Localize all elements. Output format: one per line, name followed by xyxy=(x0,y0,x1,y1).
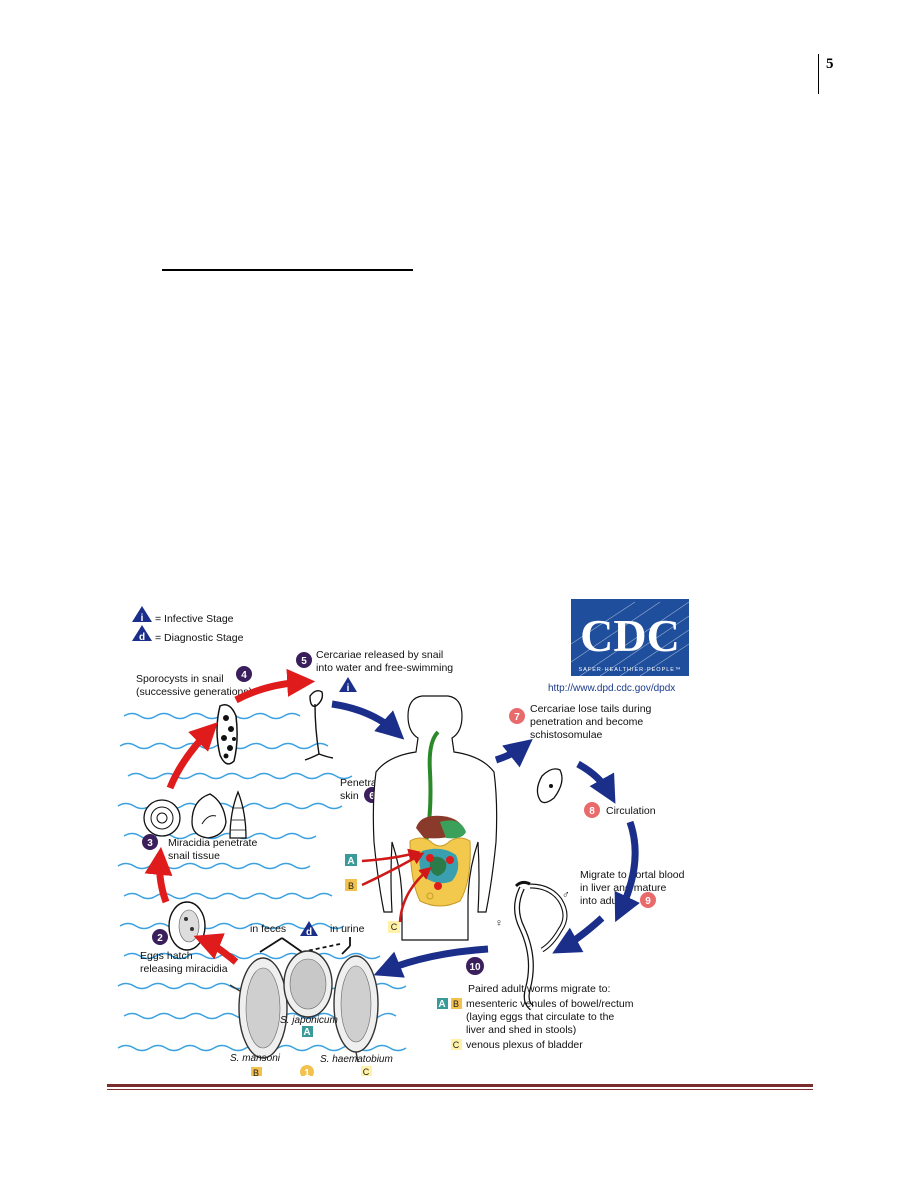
step-10-box-A-icon: A xyxy=(437,998,448,1010)
red-cycle-arrows xyxy=(144,668,316,965)
step-8-badge xyxy=(584,802,600,818)
egg-s-japonicum xyxy=(283,950,333,1018)
step-5-infective-icon: i xyxy=(339,677,357,694)
blue-cycle-arrows xyxy=(331,700,640,978)
step-10-badge xyxy=(466,957,484,975)
anatomy-box-A-icon: A xyxy=(345,854,357,867)
schistosomula-illustration xyxy=(536,768,563,804)
step-10-box-C-icon: C xyxy=(451,1039,462,1050)
svg-text:C: C xyxy=(363,1067,370,1076)
step-10-label-line4: liver and shed in stools) xyxy=(466,1024,576,1036)
svg-text:A: A xyxy=(303,1027,310,1038)
cdc-logo-text: CDC xyxy=(580,610,680,661)
svg-text:B: B xyxy=(253,1068,259,1076)
step-4-label-line2: (successive generations) xyxy=(136,686,252,698)
anatomy-arrows xyxy=(361,848,432,923)
step-6-label-line2: skin xyxy=(340,790,359,802)
step-2-badge xyxy=(152,929,168,945)
svg-text:9: 9 xyxy=(645,896,651,907)
cercaria-illustration xyxy=(304,689,334,761)
step-5-label-line1: Cercariae released by snail xyxy=(316,649,443,661)
cdc-tagline: SAFER·HEALTHIER·PEOPLE™ xyxy=(579,667,682,673)
step-8-label: Circulation xyxy=(606,805,656,817)
step-4-label-line1: Sporocysts in snail xyxy=(136,673,224,685)
anatomy-box-B-icon: B xyxy=(345,879,357,891)
step-9-badge xyxy=(640,892,656,908)
svg-text:3: 3 xyxy=(147,838,153,849)
svg-text:A: A xyxy=(438,999,445,1010)
step-5-badge xyxy=(296,652,312,668)
svg-text:10: 10 xyxy=(469,962,481,973)
step-10-label-line1: Paired adult worms migrate to: xyxy=(468,983,610,995)
page-number-rule xyxy=(818,54,819,94)
step-3-label-line2: snail tissue xyxy=(168,850,220,862)
infective-stage-icon: i xyxy=(132,606,152,624)
svg-text:C: C xyxy=(453,1040,460,1050)
step-2-label-line2: releasing miracidia xyxy=(140,963,228,975)
svg-text:7: 7 xyxy=(514,712,520,723)
egg-s-mansoni xyxy=(229,957,288,1059)
egg-box-C-icon: C xyxy=(361,1066,372,1076)
svg-text:B: B xyxy=(348,881,354,891)
egg-box-B-icon: B xyxy=(251,1067,262,1076)
step-10-label-line5: venous plexus of bladder xyxy=(466,1039,583,1051)
legend-diagnostic-text: = Diagnostic Stage xyxy=(155,632,244,644)
svg-text:d: d xyxy=(139,632,145,643)
step-4-badge xyxy=(236,666,252,682)
svg-text:B: B xyxy=(453,999,459,1009)
egg-s-haematobium xyxy=(333,955,379,1063)
in-feces-label: in feces xyxy=(250,923,286,935)
male-symbol: ♂ xyxy=(562,889,570,901)
page-number: 5 xyxy=(826,56,834,72)
heading-underline xyxy=(162,269,413,271)
anatomy-box-C-icon: C xyxy=(388,921,400,933)
miracidium-egg-illustration xyxy=(168,901,206,951)
svg-text:8: 8 xyxy=(589,806,595,817)
svg-text:A: A xyxy=(347,856,354,867)
legend-infective-text: = Infective Stage xyxy=(155,613,234,625)
svg-text:i: i xyxy=(141,613,144,624)
in-urine-label: in urine xyxy=(330,923,365,935)
step-7-label-line1: Cercariae lose tails during xyxy=(530,703,652,715)
svg-text:1: 1 xyxy=(304,1068,310,1076)
svg-text:6: 6 xyxy=(369,791,375,802)
schistosomiasis-life-cycle-diagram: i = Infective Stage d = Diagnostic Stage… xyxy=(117,599,690,1076)
s-japonicum-label: S. japonicum xyxy=(280,1015,338,1026)
step-2-label-line1: Eggs hatch xyxy=(140,950,193,962)
step-7-label-line3: schistosomulae xyxy=(530,729,603,741)
footer-rule-thick xyxy=(107,1084,813,1087)
svg-text:d: d xyxy=(306,927,312,938)
snails-illustration xyxy=(143,790,247,839)
step-1-badge xyxy=(300,1065,314,1076)
step-5-label-line2: into water and free-swimming xyxy=(316,662,453,674)
cdc-logo: CDC SAFER·HEALTHIER·PEOPLE™ xyxy=(570,599,690,677)
step-7-label-line2: penetration and become xyxy=(530,716,643,728)
sporocyst-illustration xyxy=(216,704,238,765)
svg-text:4: 4 xyxy=(241,670,247,681)
diagnostic-stage-eggs-icon: d xyxy=(300,921,318,938)
cdc-url: http://www.dpd.cdc.gov/dpdx xyxy=(548,683,675,694)
step-9-label-line2: in liver and mature xyxy=(580,882,667,894)
step-10-box-B-icon: B xyxy=(451,998,462,1009)
s-mansoni-label: S. mansoni xyxy=(230,1053,281,1064)
footer-rule-thin xyxy=(107,1089,813,1090)
svg-text:i: i xyxy=(347,683,350,694)
egg-box-A-icon: A xyxy=(302,1026,313,1038)
egg-connector-lines xyxy=(259,937,351,955)
svg-text:5: 5 xyxy=(301,656,307,667)
s-haematobium-label: S. haematobium xyxy=(320,1054,393,1065)
adult-worms-illustration xyxy=(514,880,568,1011)
svg-text:2: 2 xyxy=(157,933,163,944)
svg-text:C: C xyxy=(391,922,398,932)
female-symbol: ♀ xyxy=(495,917,503,929)
step-3-label-line1: Miracidia penetrate xyxy=(168,837,257,849)
step-7-badge xyxy=(509,708,525,724)
legend: i = Infective Stage d = Diagnostic Stage xyxy=(132,606,244,644)
step-10-label-line2: mesenteric venules of bowel/rectum xyxy=(466,998,634,1010)
step-3-badge xyxy=(142,834,158,850)
diagnostic-stage-icon: d xyxy=(132,625,152,643)
step-10-label-line3: (laying eggs that circulate to the xyxy=(466,1011,614,1023)
